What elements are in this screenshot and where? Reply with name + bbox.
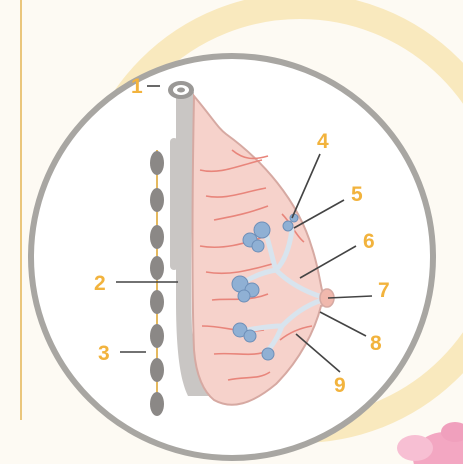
label-3: 3 <box>98 342 110 365</box>
label-1: 1 <box>131 75 143 98</box>
rib <box>150 392 164 416</box>
rib <box>150 151 164 175</box>
label-2: 2 <box>94 272 106 295</box>
rib <box>150 324 164 348</box>
rib <box>150 290 164 314</box>
rib <box>150 256 164 280</box>
rib <box>150 358 164 382</box>
label-6: 6 <box>363 230 375 253</box>
rib <box>150 225 164 249</box>
label-8: 8 <box>370 332 382 355</box>
clavicle <box>168 81 194 99</box>
rib <box>150 188 164 212</box>
pink-flower-icon <box>397 422 463 464</box>
label-4: 4 <box>317 130 329 153</box>
label-9: 9 <box>334 374 346 397</box>
label-7: 7 <box>378 279 390 302</box>
label-5: 5 <box>351 183 363 206</box>
